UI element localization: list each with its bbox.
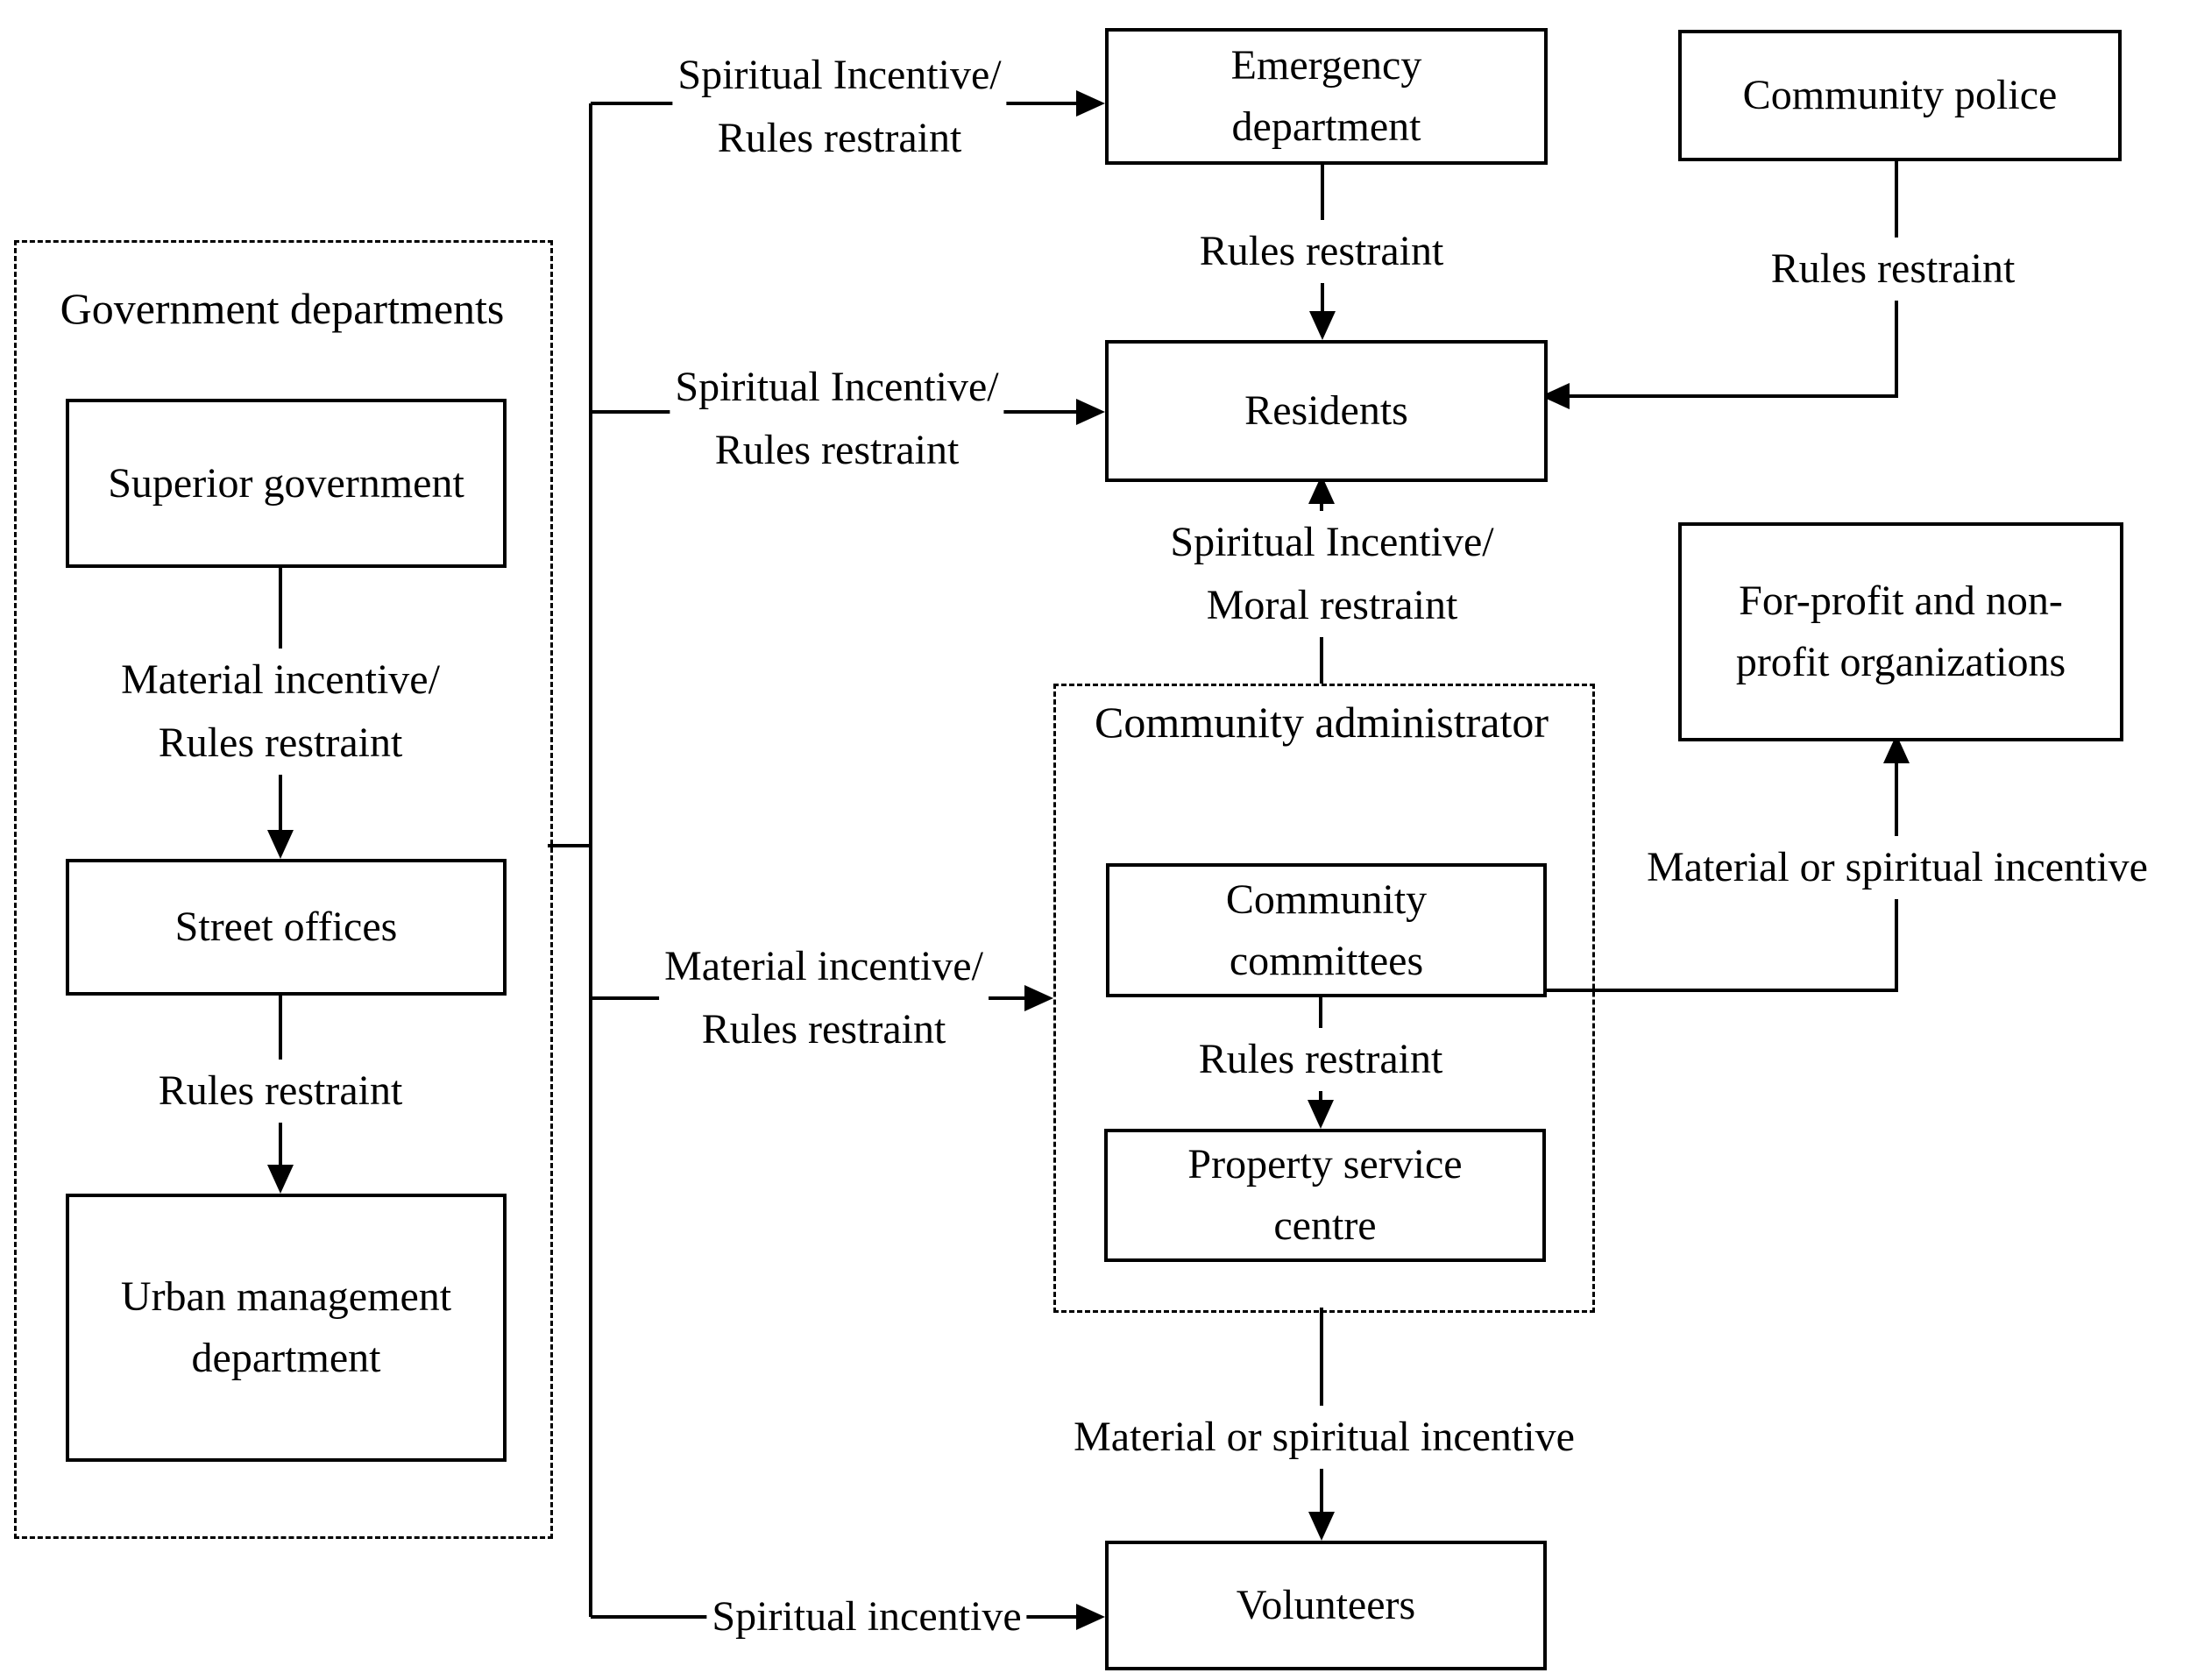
node-residents: Residents	[1105, 340, 1548, 482]
government-departments-group	[14, 240, 553, 1539]
arrowhead-into-volunteers-left	[1076, 1604, 1105, 1630]
node-volunteers: Volunteers	[1105, 1541, 1547, 1670]
police-to-residents-line	[1570, 154, 1898, 398]
arrowhead-into-emergency	[1076, 90, 1105, 117]
node-community-police-label: Community police	[1742, 72, 2058, 118]
arrowhead-into-property	[1308, 1100, 1334, 1129]
edge-label-gov-to-volunteers: Spiritual incentive	[706, 1585, 1027, 1648]
node-community-committees: Community committees	[1106, 863, 1547, 997]
node-property-service-centre: Property service centre	[1104, 1129, 1546, 1262]
node-emergency-department: Emergency department	[1105, 28, 1548, 165]
government-departments-group-title: Government departments	[60, 284, 505, 333]
node-community-committees-label: Community	[1225, 875, 1428, 923]
node-emergency-department-label: Emergency	[1230, 42, 1422, 89]
arrowhead-into-admin	[1024, 985, 1053, 1011]
edge-label-gov-to-emergency: Spiritual Incentive/ Rules restraint	[672, 44, 1007, 170]
community-administrator-group	[1053, 684, 1595, 1313]
node-volunteers-label: Volunteers	[1236, 1582, 1416, 1628]
edge-label-committees-to-property: Rules restraint	[1193, 1028, 1449, 1091]
node-community-police: Community police	[1678, 30, 2122, 161]
edge-label-committees-to-orgs: Material or spiritual incentive	[1641, 836, 2153, 899]
edge-label-emergency-to-residents: Rules restraint	[1194, 220, 1449, 283]
node-residents-label: Residents	[1244, 387, 1408, 434]
node-street-offices-label: Street offices	[174, 904, 398, 950]
node-urban-management-department-label: Urban management	[120, 1273, 452, 1320]
edge-label-street-to-urban: Rules restraint	[152, 1060, 408, 1123]
node-street-offices: Street offices	[66, 859, 507, 996]
arrowhead-into-volunteers-top	[1308, 1512, 1335, 1541]
node-urban-management-department: Urban management department	[66, 1194, 507, 1462]
node-for-profit-and-non-profit-organizations: For-profit and non- profit organizations	[1678, 522, 2123, 741]
arrowhead-into-street	[267, 830, 294, 859]
edge-label-admin-to-volunteers: Material or spiritual incentive	[1068, 1406, 1580, 1469]
arrowhead-into-residents-top	[1309, 311, 1336, 340]
edge-label-superior-to-street: Material incentive/ Rules restraint	[116, 649, 445, 775]
arrowhead-into-orgs	[1883, 734, 1910, 763]
arrowhead-into-residents-right	[1541, 383, 1570, 409]
edge-label-gov-to-residents: Spiritual Incentive/ Rules restraint	[670, 356, 1004, 482]
edge-label-police-to-residents: Rules restraint	[1765, 237, 2021, 301]
node-property-service-centre-label: Property service	[1187, 1141, 1463, 1187]
arrowhead-into-residents-bottom	[1308, 475, 1335, 504]
edge-label-admin-to-residents: Spiritual Incentive/ Moral restraint	[1165, 511, 1499, 637]
node-superior-government: Superior government	[66, 399, 507, 568]
edge-label-gov-to-admin: Material incentive/ Rules restraint	[659, 935, 989, 1061]
community-administrator-group-title: Community administrator	[1094, 698, 1549, 747]
arrowhead-into-residents-left	[1076, 399, 1105, 425]
node-superior-government-label: Superior government	[108, 459, 464, 507]
node-for-profit-and-non-profit-organizations-label: For-profit and non-	[1739, 578, 2063, 624]
arrowhead-into-urban	[267, 1165, 294, 1194]
